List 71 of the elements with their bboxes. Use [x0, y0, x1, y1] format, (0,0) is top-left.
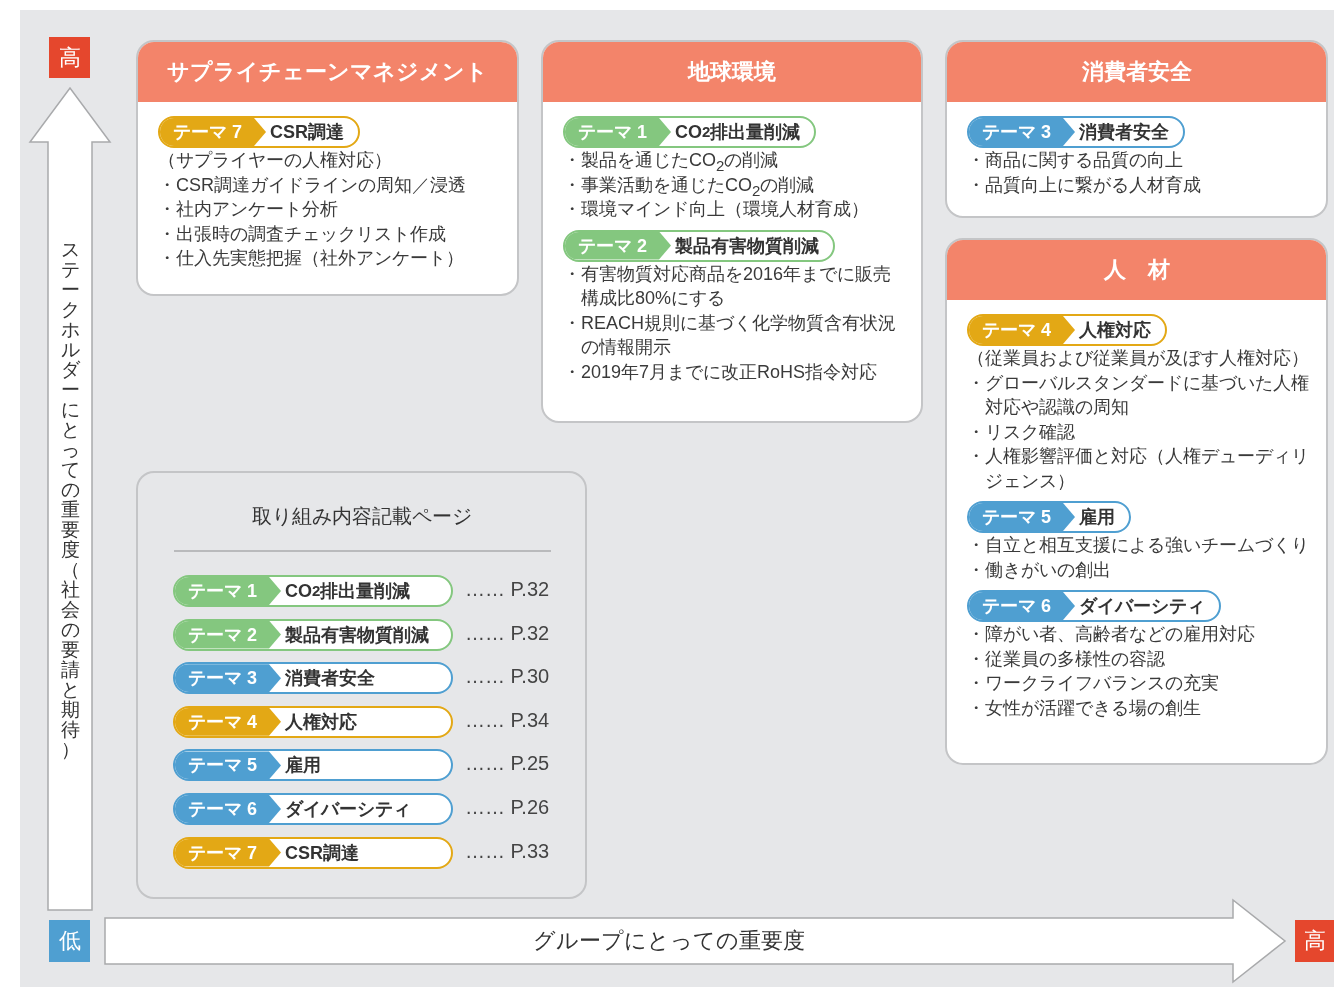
theme-name: 雇用	[284, 754, 322, 778]
axis-label: ステークホルダーにとっての重要度（社会の要請と期待）	[60, 240, 80, 760]
theme-card	[945, 238, 1328, 765]
theme-number: テーマ 4	[175, 707, 281, 736]
page-reference: …… P.32	[465, 578, 550, 601]
theme-name: ダイバーシティ	[284, 798, 412, 821]
theme-number: テーマ 5	[969, 503, 1075, 531]
page-reference: …… P.33	[465, 839, 550, 863]
theme-name: CSR調達	[284, 841, 361, 865]
theme-card	[945, 40, 1328, 218]
description-text: ・仕入先実態把握（社外アンケート）	[158, 247, 465, 270]
theme-number: テーマ 3	[175, 664, 281, 693]
theme-number: テーマ 6	[969, 592, 1075, 620]
theme-number: テーマ 5	[175, 751, 281, 780]
theme-name: 人権対応	[284, 710, 358, 734]
page-reference: …… P.30	[465, 665, 550, 689]
description-text: ・事業活動を通じたCO$_{2}$の削減	[563, 173, 816, 197]
theme-name: 消費者安全	[1078, 121, 1170, 144]
scale-label: 高	[49, 37, 90, 78]
description-text: ・ワークライフバランスの充実	[967, 672, 1220, 695]
description-text: ・従業員の多様性の容認	[967, 647, 1166, 671]
theme-name: 人権対応	[1078, 319, 1152, 342]
description-text: ・自立と相互支援による強いチームづくり	[967, 534, 1310, 557]
page-reference: …… P.26	[465, 796, 550, 819]
theme-name: CSR調達	[269, 121, 346, 144]
description-text: （サプライヤーの人権対応）	[158, 149, 393, 172]
theme-name: 消費者安全	[284, 667, 376, 691]
scale-label: 低	[49, 920, 90, 962]
card-header: サプライチェーンマネジメント	[138, 42, 517, 102]
description-text: ・社内アンケート分析	[158, 198, 339, 221]
description-text: ・働きがいの創出	[967, 558, 1112, 582]
description-text: ・品質向上に繋がる人材育成	[967, 173, 1202, 197]
card-header: 人 材	[947, 240, 1326, 300]
description-text: ・女性が活躍できる場の創生	[967, 696, 1202, 720]
description-text: ・人権影響評価と対応（人権デューディリジェンス）	[967, 445, 1310, 493]
theme-number: テーマ 2	[175, 620, 281, 649]
description-text: ・障がい者、高齢者などの雇用対応	[967, 623, 1256, 646]
card-header: 地球環境	[543, 42, 921, 102]
theme-number: テーマ 4	[969, 316, 1075, 344]
theme-card	[136, 40, 519, 296]
description-text: ・2019年7月までに改正RoHS指令対応	[563, 360, 879, 384]
description-text: ・グローバルスタンダードに基づいた人権対応や認識の周知	[967, 371, 1310, 419]
page-reference: …… P.34	[465, 708, 550, 732]
card-header: 消費者安全	[947, 42, 1326, 102]
theme-name: 雇用	[1078, 506, 1116, 529]
theme-name: ダイバーシティ	[1078, 595, 1206, 618]
scale-label: 高	[1295, 920, 1334, 962]
theme-number: テーマ 7	[160, 118, 266, 146]
theme-number: テーマ 1	[565, 118, 671, 146]
theme-name: 製品有害物質削減	[284, 623, 430, 647]
page-reference: …… P.32	[465, 621, 550, 645]
description-text: ・環境マインド向上（環境人材育成）	[563, 198, 870, 221]
description-text: ・REACH規則に基づく化学物質含有状況の情報開示	[563, 311, 897, 359]
page-reference: …… P.25	[465, 752, 550, 776]
description-text: ・出張時の調査チェックリスト作成	[158, 222, 447, 246]
theme-number: テーマ 7	[175, 838, 281, 867]
index-panel	[136, 471, 587, 899]
description-text: ・CSR調達ガイドラインの周知／浸透	[158, 173, 467, 197]
theme-number: テーマ 1	[175, 577, 281, 605]
theme-number: テーマ 2	[565, 231, 671, 260]
description-text: （従業員および従業員が及ぼす人権対応）	[967, 347, 1310, 370]
theme-number: テーマ 3	[969, 118, 1075, 146]
panel-heading: 取り組み内容記載ページ	[250, 504, 473, 529]
axis-label: グループにとっての重要度	[533, 927, 805, 955]
theme-card	[541, 40, 923, 423]
theme-number: テーマ 6	[175, 795, 281, 823]
description-text: ・商品に関する品質の向上	[967, 149, 1184, 172]
description-text: ・有害物質対応商品を2016年までに販売構成比80%にする	[563, 262, 893, 310]
description-text: ・リスク確認	[967, 420, 1076, 444]
theme-name: 製品有害物質削減	[674, 234, 820, 258]
description-text: ・製品を通じたCO$_{2}$の削減	[563, 149, 780, 173]
